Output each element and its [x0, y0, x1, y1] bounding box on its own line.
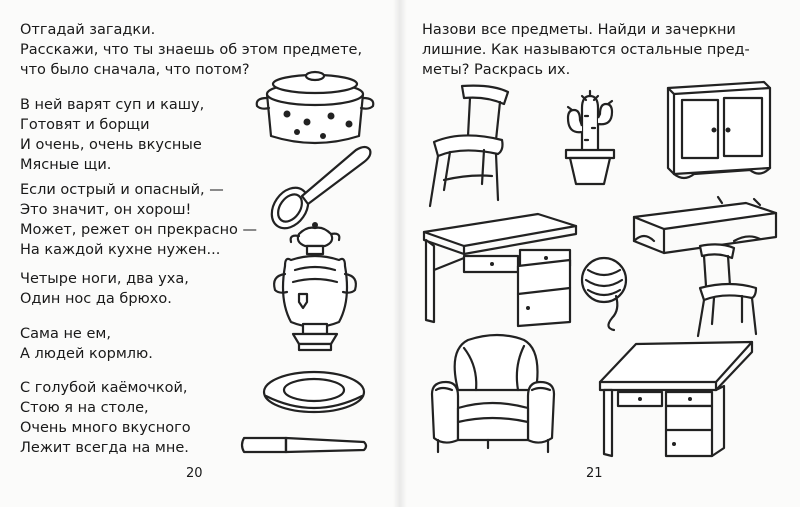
right-page: Назови все предметы. Найди и зачеркни ли… [400, 0, 800, 507]
desk-icon [420, 210, 580, 330]
riddle-4: Сама не ем, А людей кормлю. [20, 324, 153, 364]
cactus-icon [560, 88, 620, 188]
riddle-line: Лежит всегда на мне. [20, 440, 189, 456]
left-intro-line: Расскажи, что ты знаешь об этом предмете… [20, 42, 363, 58]
desk-icon [596, 338, 756, 463]
riddle-line: Готовят и борщи [20, 117, 150, 133]
instruction-line: лишние. Как называются остальные пред- [422, 42, 750, 58]
riddle-line: Очень много вкусного [20, 420, 191, 436]
riddle-line: С голубой каёмочкой, [20, 380, 188, 396]
left-intro-line: что было сначала, что потом? [20, 62, 250, 78]
riddle-line: Мясные щи. [20, 157, 112, 173]
armchair-icon [428, 330, 558, 460]
riddle-5: С голубой каёмочкой, Стою я на столе, Оч… [20, 378, 191, 458]
right-instructions: Назови все предметы. Найди и зачеркни ли… [422, 20, 750, 80]
riddle-line: Один нос да брюхо. [20, 291, 172, 307]
samovar-icon [265, 222, 365, 355]
riddle-line: Если острый и опасный, — [20, 182, 224, 198]
page-number-left: 20 [186, 466, 203, 481]
riddle-line: А людей кормлю. [20, 346, 153, 362]
pot-icon [255, 66, 375, 150]
page-gutter [393, 0, 407, 507]
left-page: Отгадай загадки. Расскажи, что ты знаешь… [20, 20, 400, 481]
thread-spool-icon [578, 252, 638, 332]
left-intro: Отгадай загадки. Расскажи, что ты знаешь… [20, 20, 362, 80]
riddle-line: И очень, очень вкусные [20, 137, 202, 153]
riddle-line: В ней варят суп и кашу, [20, 97, 205, 113]
chair-icon [422, 80, 522, 210]
instruction-line: Назови все предметы. Найди и зачеркни [422, 22, 736, 38]
riddle-line: Это значит, он хорош! [20, 202, 192, 218]
knife-icon [240, 430, 370, 460]
riddle-1: В ней варят суп и кашу, Готовят и борщи … [20, 95, 204, 175]
page-number-right: 21 [586, 466, 603, 481]
chair-small-icon [690, 240, 765, 340]
spoon-icon [270, 142, 380, 232]
riddle-line: На каждой кухне нужен... [20, 242, 221, 258]
riddle-line: Стою я на столе, [20, 400, 149, 416]
left-heading: Отгадай загадки. [20, 22, 156, 38]
riddle-3: Четыре ноги, два уха, Один нос да брюхо. [20, 269, 189, 309]
riddle-2: Если острый и опасный, — Это значит, он … [20, 180, 257, 260]
riddle-line: Четыре ноги, два уха, [20, 271, 189, 287]
plate-icon [262, 368, 367, 416]
riddle-line: Сама не ем, [20, 326, 111, 342]
instruction-line: меты? Раскрась их. [422, 62, 571, 78]
riddle-line: Может, режет он прекрасно — [20, 222, 258, 238]
cabinet-icon [664, 78, 774, 186]
